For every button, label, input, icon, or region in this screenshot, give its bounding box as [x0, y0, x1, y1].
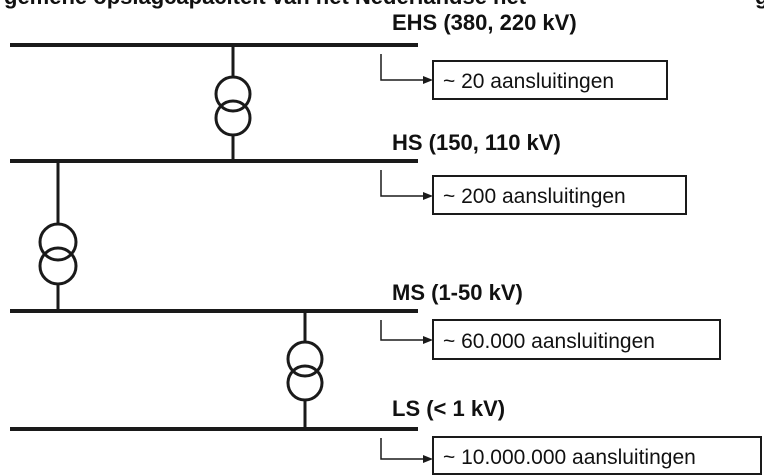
bus-label-ms: MS (1-50 kV): [392, 280, 523, 305]
header-fragment-left: gemene opslagcapaciteit van het Nederlan…: [4, 0, 527, 9]
bus-label-ls: LS (< 1 kV): [392, 396, 505, 421]
header-fragment-right: g: [755, 0, 764, 9]
arrow-ls: [380, 438, 433, 463]
transformer-ehs-hs-icon: [214, 45, 252, 161]
arrow-ms: [380, 320, 433, 344]
connections-text-ls: ~ 10.000.000 aansluitingen: [443, 446, 696, 469]
arrow-hs: [380, 170, 433, 200]
bus-label-ehs: EHS (380, 220 kV): [392, 10, 577, 35]
connections-text-ehs: ~ 20 aansluitingen: [443, 70, 614, 93]
connections-box-ms: ~ 60.000 aansluitingen: [432, 319, 721, 360]
connections-box-ls: ~ 10.000.000 aansluitingen: [432, 436, 762, 475]
transformer-hs-ms-icon: [38, 161, 78, 311]
bus-label-hs: HS (150, 110 kV): [392, 130, 561, 155]
transformer-ms-ls-icon: [286, 311, 324, 429]
connections-text-hs: ~ 200 aansluitingen: [443, 185, 626, 208]
connections-box-ehs: ~ 20 aansluitingen: [432, 60, 668, 100]
connections-text-ms: ~ 60.000 aansluitingen: [443, 330, 655, 353]
connections-box-hs: ~ 200 aansluitingen: [432, 175, 687, 215]
arrow-ehs: [380, 54, 433, 84]
